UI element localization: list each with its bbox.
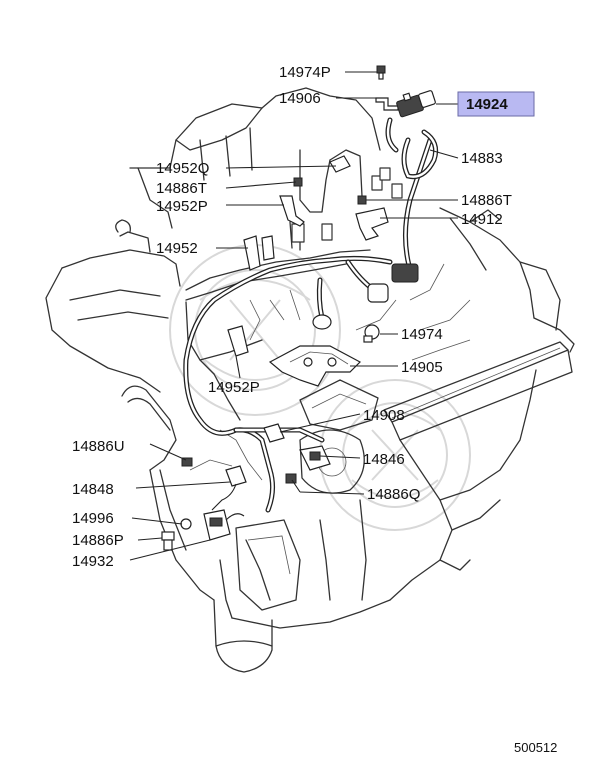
engine-drawing bbox=[45, 87, 575, 673]
diagram-code: 500512 bbox=[514, 740, 557, 755]
callout-14905[interactable]: 14905 bbox=[401, 359, 443, 376]
parts bbox=[161, 65, 436, 551]
callout-14906[interactable]: 14906 bbox=[279, 90, 321, 107]
bracket-14952P-top bbox=[279, 195, 305, 227]
callout-14996[interactable]: 14996 bbox=[72, 510, 114, 527]
callout-14886T-right[interactable]: 14886T bbox=[461, 192, 512, 209]
callout-14974P[interactable]: 14974P bbox=[279, 64, 331, 81]
callout-14848[interactable]: 14848 bbox=[72, 481, 114, 498]
clamp-14908 bbox=[263, 423, 285, 443]
sensor-middle bbox=[312, 314, 332, 330]
callout-14883[interactable]: 14883 bbox=[461, 150, 503, 167]
callout-14932[interactable]: 14932 bbox=[72, 553, 114, 570]
callout-14952P-mid[interactable]: 14952P bbox=[208, 379, 260, 396]
callout-14886Q[interactable]: 14886Q bbox=[367, 486, 420, 503]
callout-14908[interactable]: 14908 bbox=[363, 407, 405, 424]
callout-14952Q[interactable]: 14952Q bbox=[156, 160, 209, 177]
sensor-14932 bbox=[203, 509, 245, 541]
bolt-14886Q bbox=[285, 473, 297, 484]
callout-14924[interactable]: 14924 bbox=[466, 96, 508, 113]
callout-14886T-left[interactable]: 14886T bbox=[156, 180, 207, 197]
bolt-14886U bbox=[181, 457, 193, 467]
sensor-14846 bbox=[299, 445, 331, 471]
bolt-14886P bbox=[161, 531, 175, 551]
bracket-14906 bbox=[375, 97, 399, 111]
callout-14886U[interactable]: 14886U bbox=[72, 438, 125, 455]
callout-14886P[interactable]: 14886P bbox=[72, 532, 124, 549]
sensor-14848 bbox=[211, 465, 247, 511]
harness-connector-right bbox=[367, 263, 419, 303]
bracket-14905 bbox=[268, 345, 361, 387]
bracket-14912 bbox=[355, 207, 389, 241]
connector-14924 bbox=[396, 90, 436, 118]
washer-14996 bbox=[180, 518, 192, 530]
callout-labels: 14974P 14906 14924 14883 14952Q 14886T 1… bbox=[72, 64, 512, 570]
callout-14974[interactable]: 14974 bbox=[401, 326, 443, 343]
clip-14952 bbox=[243, 235, 261, 271]
callout-14846[interactable]: 14846 bbox=[363, 451, 405, 468]
callout-14952P-top[interactable]: 14952P bbox=[156, 198, 208, 215]
callout-14952[interactable]: 14952 bbox=[156, 240, 198, 257]
clip-14952Q bbox=[329, 155, 351, 173]
clip-14952P-mid bbox=[227, 325, 249, 357]
bolt-14886T-right bbox=[357, 195, 367, 205]
leader-lines bbox=[129, 71, 459, 561]
nut-14974 bbox=[363, 324, 380, 343]
callout-14912[interactable]: 14912 bbox=[461, 211, 503, 228]
highlight-box-14924 bbox=[457, 91, 535, 117]
bolt-14974P bbox=[376, 65, 386, 80]
